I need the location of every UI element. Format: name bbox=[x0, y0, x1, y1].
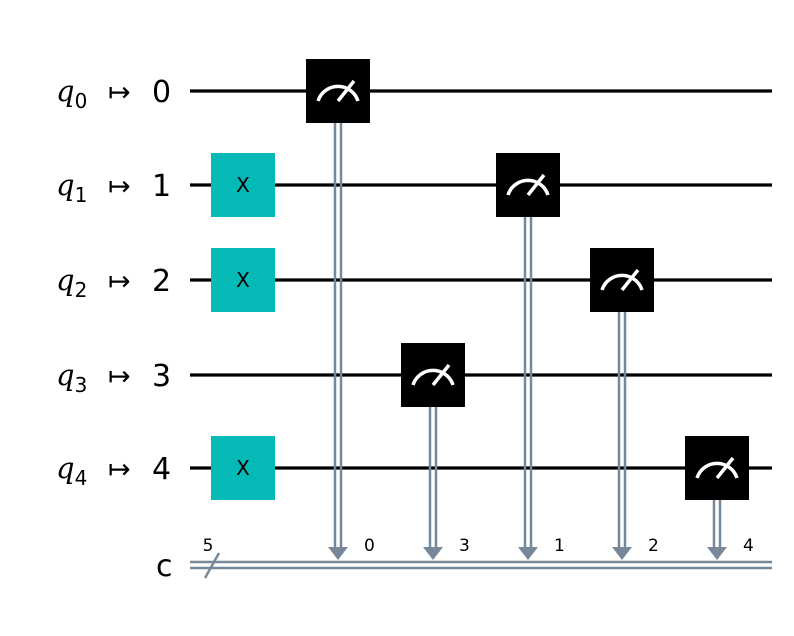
measure-meter-needle-q3 bbox=[431, 363, 451, 387]
measure-arrowhead-q4 bbox=[707, 547, 727, 560]
qubit-target-1: 1 bbox=[152, 169, 171, 204]
qubit-map-arrow-2: ↦ bbox=[108, 266, 131, 297]
measure-arrowhead-q2 bbox=[612, 547, 632, 560]
measure-arrowhead-q1 bbox=[518, 547, 538, 560]
measure-meter-arc-q4 bbox=[695, 461, 739, 479]
measure-box-q4 bbox=[685, 436, 749, 500]
qubit-target-2: 2 bbox=[152, 264, 171, 299]
classical-register-size: 5 bbox=[203, 536, 214, 556]
qubit-label-1: q1 bbox=[56, 168, 87, 207]
measure-clbit-label-1: 1 bbox=[554, 536, 565, 556]
x-gate-label-q1: X bbox=[236, 173, 250, 197]
qubit-map-arrow-3: ↦ bbox=[108, 361, 131, 392]
qubit-map-arrow-0: ↦ bbox=[108, 77, 131, 108]
qubit-label-2: q2 bbox=[56, 263, 87, 302]
x-gate-q4 bbox=[211, 436, 275, 500]
measure-meter-arc-q2 bbox=[600, 273, 644, 291]
x-gate-label-q4: X bbox=[236, 456, 250, 480]
measure-arrowhead-q3 bbox=[423, 547, 443, 560]
x-gate-q2 bbox=[211, 248, 275, 312]
qubit-label-4: q4 bbox=[56, 451, 87, 490]
measure-clbit-label-0: 0 bbox=[364, 536, 375, 556]
measure-meter-arc-q3 bbox=[411, 368, 455, 386]
measure-arrowhead-q0 bbox=[328, 547, 348, 560]
qubit-label-3: q3 bbox=[56, 358, 87, 397]
measure-meter-needle-q2 bbox=[620, 268, 640, 292]
x-gate-label-q2: X bbox=[236, 268, 250, 292]
measure-meter-arc-q1 bbox=[506, 178, 550, 196]
qubit-label-0: q0 bbox=[56, 74, 87, 113]
measure-meter-needle-q1 bbox=[526, 173, 546, 197]
classical-bundle-slash bbox=[203, 552, 221, 579]
measure-meter-arc-q0 bbox=[316, 84, 360, 102]
qubit-map-arrow-4: ↦ bbox=[108, 454, 131, 485]
x-gate-q1 bbox=[211, 153, 275, 217]
measure-box-q1 bbox=[496, 153, 560, 217]
qubit-map-arrow-1: ↦ bbox=[108, 171, 131, 202]
classical-register-label: c bbox=[156, 549, 173, 584]
measure-box-q3 bbox=[401, 343, 465, 407]
measure-clbit-label-2: 2 bbox=[648, 536, 659, 556]
measure-clbit-label-3: 3 bbox=[459, 536, 470, 556]
measure-box-q2 bbox=[590, 248, 654, 312]
measure-meter-needle-q0 bbox=[336, 79, 356, 103]
measure-box-q0 bbox=[306, 59, 370, 123]
qubit-target-4: 4 bbox=[152, 452, 171, 487]
measure-meter-needle-q4 bbox=[715, 456, 735, 480]
measure-clbit-label-4: 4 bbox=[743, 536, 754, 556]
qubit-target-0: 0 bbox=[152, 75, 171, 110]
qubit-target-3: 3 bbox=[152, 359, 171, 394]
